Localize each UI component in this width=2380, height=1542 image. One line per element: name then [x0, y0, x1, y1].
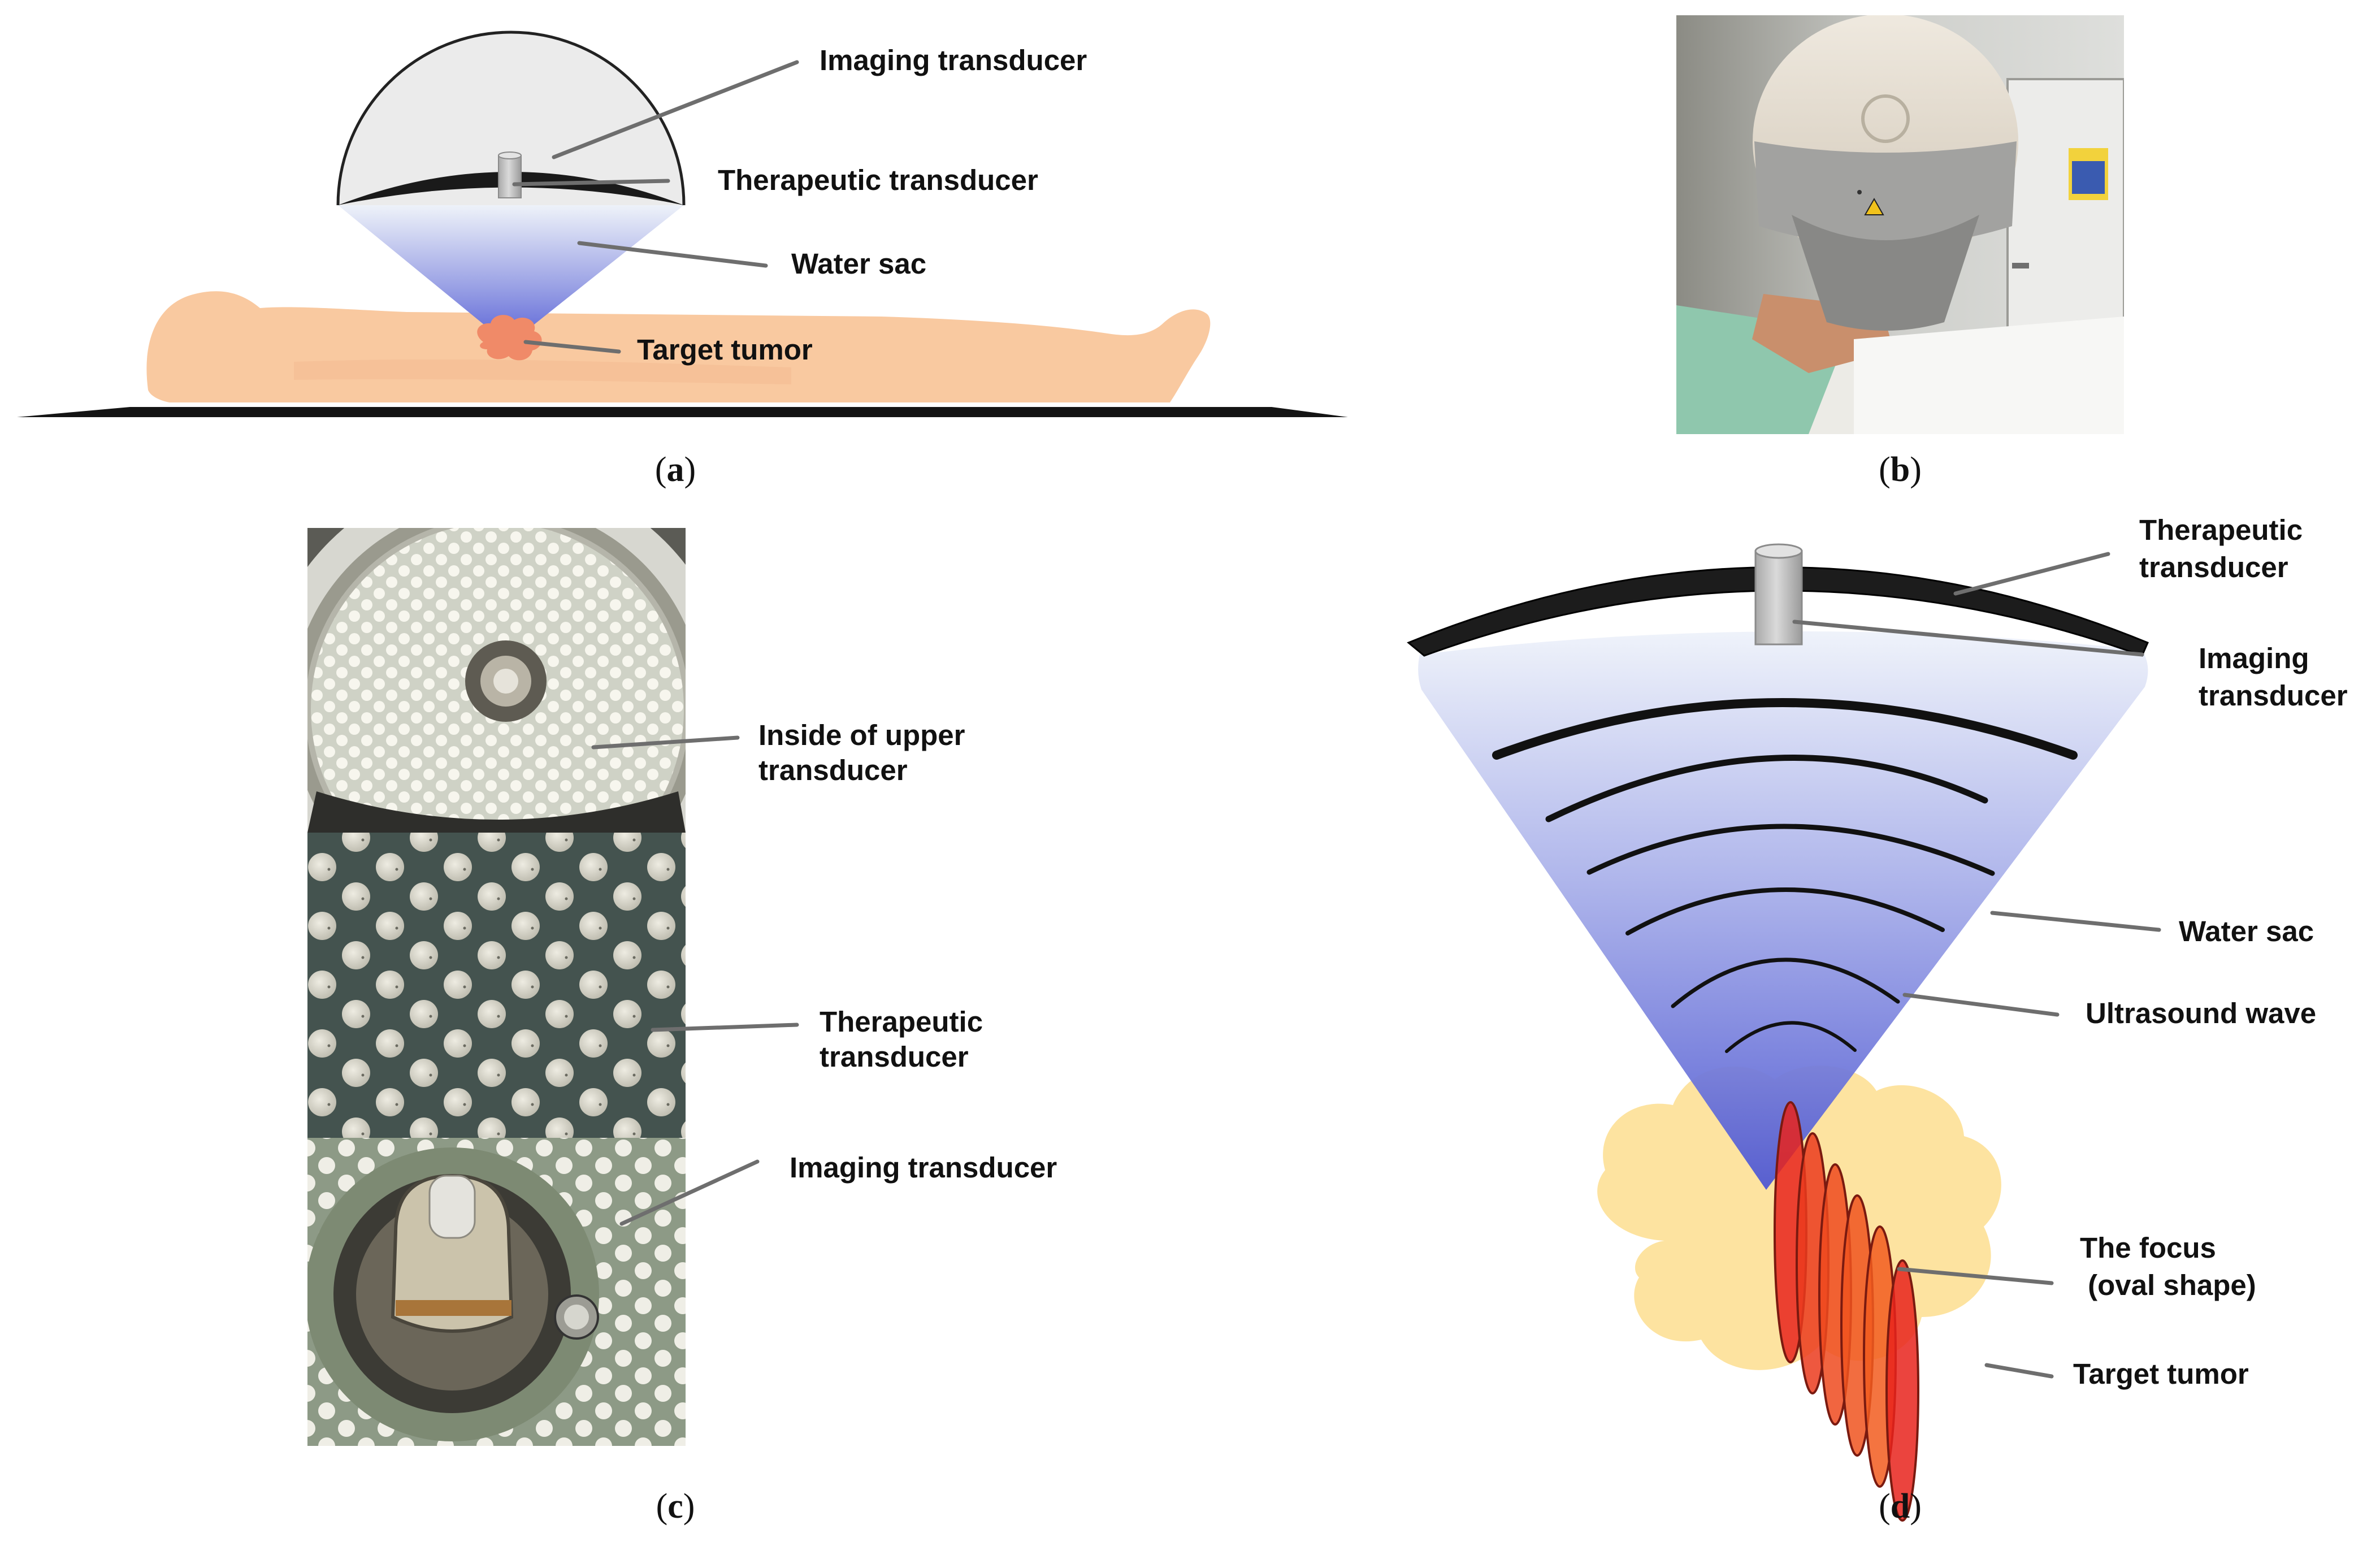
photo-imaging-transducer: [307, 1138, 686, 1446]
label-d-water-sac: Water sac: [2179, 915, 2314, 947]
label-a-imaging-transducer: Imaging transducer: [820, 44, 1087, 76]
wave-arc-3: [1586, 824, 1995, 876]
wave-arc-2: [1545, 755, 1988, 822]
label-c-inside-upper-line1: Inside of upper: [758, 719, 965, 751]
caption-c-letter: c: [667, 1487, 683, 1526]
leader-a-imaging: [552, 60, 799, 159]
leader-c-therapeutic: [651, 1023, 799, 1032]
leader-d-tumor: [1984, 1363, 2054, 1379]
imaging-cylinder: [498, 155, 522, 198]
label-a-target-tumor: Target tumor: [637, 333, 813, 366]
label-d-ultrasound-wave: Ultrasound wave: [2086, 997, 2316, 1029]
target-tumor-a: [477, 315, 542, 361]
leader-c-inside: [591, 735, 740, 750]
caption-b: (b): [1879, 451, 1922, 489]
panel-c: Inside of upper transducer Therapeutic t…: [307, 528, 1057, 1526]
therapeutic-bowl-d: [1407, 566, 2149, 657]
device-grey-band: [1754, 141, 2017, 246]
panel-b: (b): [1676, 15, 2124, 489]
wave-arc-4: [1625, 887, 1945, 935]
caption-a: (a): [655, 451, 696, 489]
imaging-probe-body: [391, 1173, 514, 1333]
label-d-focus-line2: (oval shape): [2080, 1269, 2256, 1301]
leader-d-therapeutic: [1953, 552, 2110, 596]
laser-warning-icon: [1864, 197, 1884, 215]
leader-a-therapeutic: [512, 179, 670, 187]
label-d-therapeutic-line2: transducer: [2139, 551, 2288, 583]
focus-oval-6: [1885, 1259, 1919, 1522]
device-neck: [1792, 215, 1979, 331]
label-a-water-sac: Water sac: [791, 248, 926, 280]
label-d-therapeutic-line1: Therapeutic: [2139, 514, 2303, 546]
panel-a: Imaging transducer Therapeutic transduce…: [17, 31, 1348, 489]
device-logo: [1861, 94, 1910, 143]
wave-arc-1: [1492, 698, 2078, 760]
ultrasound-waves: [1492, 698, 2078, 1053]
photo-therapeutic-elements: [307, 833, 686, 1138]
leader-d-water: [1990, 911, 2161, 932]
water-sac-cone-d: [1418, 631, 2148, 1190]
label-c-inside-upper-line2: transducer: [758, 754, 908, 786]
label-a-therapeutic-transducer: Therapeutic transducer: [718, 164, 1038, 196]
treatment-table: [17, 407, 1348, 417]
caption-a-letter: a: [667, 451, 684, 489]
panel-d: Therapeutic transducer Imaging transduce…: [1407, 514, 2348, 1526]
imaging-cylinder-d: [1754, 550, 1803, 646]
transducer-dome: [336, 31, 686, 206]
therapeutic-bowl: [338, 172, 684, 205]
label-c-imaging-transducer: Imaging transducer: [790, 1151, 1057, 1184]
leader-d-focus: [1897, 1267, 2054, 1285]
caption-d-letter: d: [1891, 1487, 1910, 1526]
wave-arc-5: [1671, 958, 1900, 1008]
leader-d-wave: [1902, 993, 2060, 1017]
label-d-imaging-line1: Imaging: [2199, 642, 2309, 674]
label-d-focus-line1: The focus: [2080, 1232, 2216, 1264]
caption-d: (d): [1879, 1487, 1922, 1526]
caption-b-letter: b: [1891, 451, 1910, 489]
leader-d-imaging: [1792, 620, 2144, 657]
caption-c: (c): [656, 1487, 695, 1526]
device-photo: [1676, 15, 2124, 434]
label-c-therapeutic-line1: Therapeutic: [820, 1006, 983, 1038]
leader-c-imaging: [619, 1159, 760, 1226]
leader-a-water: [577, 241, 768, 268]
label-d-target-tumor: Target tumor: [2073, 1358, 2249, 1390]
label-c-therapeutic-line2: transducer: [820, 1041, 969, 1073]
photo-inside-upper-transducer: [307, 528, 686, 833]
wave-arc-6: [1725, 1021, 1857, 1053]
focus-ovals: [1774, 1101, 1919, 1522]
label-d-imaging-line2: transducer: [2199, 679, 2348, 712]
water-sac-cone: [338, 205, 684, 345]
patient-arm: [294, 359, 791, 384]
leader-a-tumor: [523, 340, 621, 354]
